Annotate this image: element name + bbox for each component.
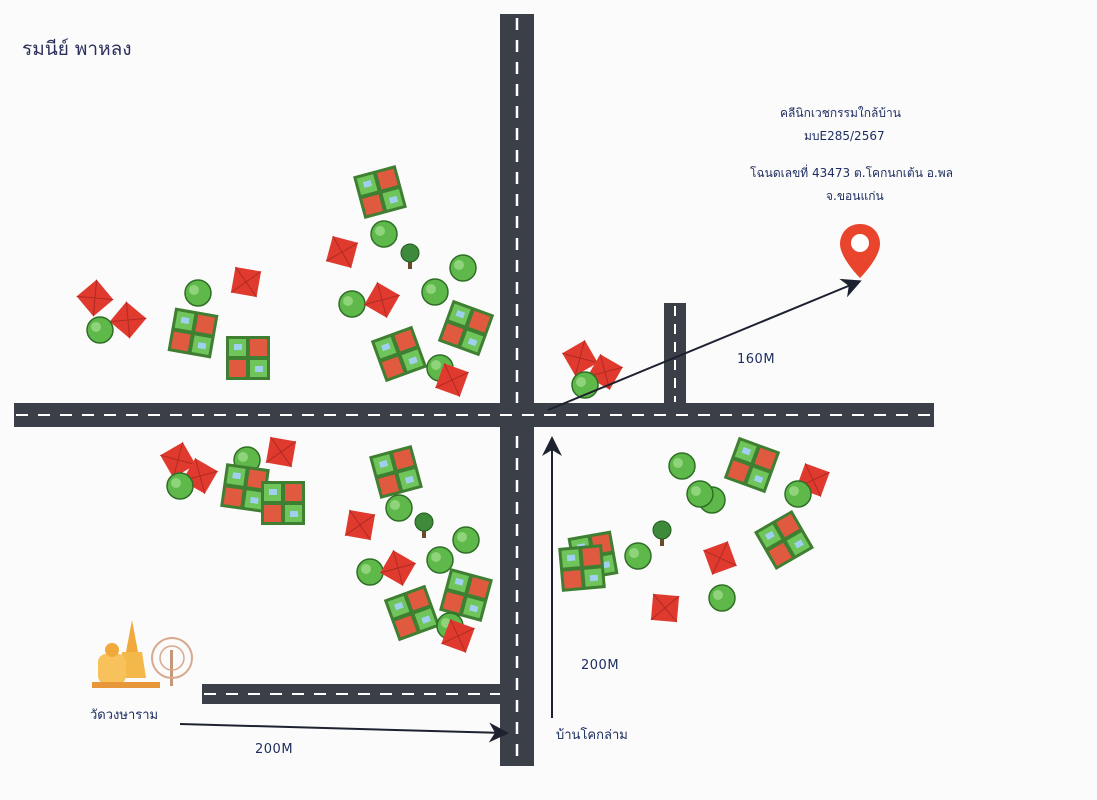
village-upper-left <box>76 165 495 398</box>
distance-village-to-junction: 200M <box>581 658 620 673</box>
roads <box>14 14 934 766</box>
village-lower-left <box>159 436 493 654</box>
temple-label: วัดวงษาราม <box>90 708 159 723</box>
destination-name: คลีนิกเวชกรรมใกล้บ้าน <box>780 106 901 120</box>
destination-deed: โฉนดเลขที่ 43473 ต.โคกนกเต้น อ.พล <box>750 166 953 180</box>
village-lower-right <box>558 436 831 623</box>
village-label: บ้านโคกล่าม <box>556 728 628 743</box>
destination-province: จ.ขอนแก่น <box>826 189 884 203</box>
village-upper-right <box>561 339 624 399</box>
destination-permit: มบE285/2567 <box>804 129 885 143</box>
page-title: รมนีย์ พาหลง <box>22 38 132 60</box>
main-road-horizontal <box>14 403 934 427</box>
distance-to-clinic: 160M <box>737 352 776 367</box>
main-road-vertical <box>500 14 534 766</box>
temple-icon <box>92 620 193 688</box>
distance-temple-to-road: 200M <box>255 742 294 757</box>
arrow-temple-to-road <box>179 722 509 743</box>
arrow-to-clinic <box>547 278 862 411</box>
route-arrows <box>179 278 862 743</box>
location-pin-icon <box>840 224 880 278</box>
side-road-clinic <box>664 303 686 405</box>
road-to-temple <box>202 684 502 704</box>
